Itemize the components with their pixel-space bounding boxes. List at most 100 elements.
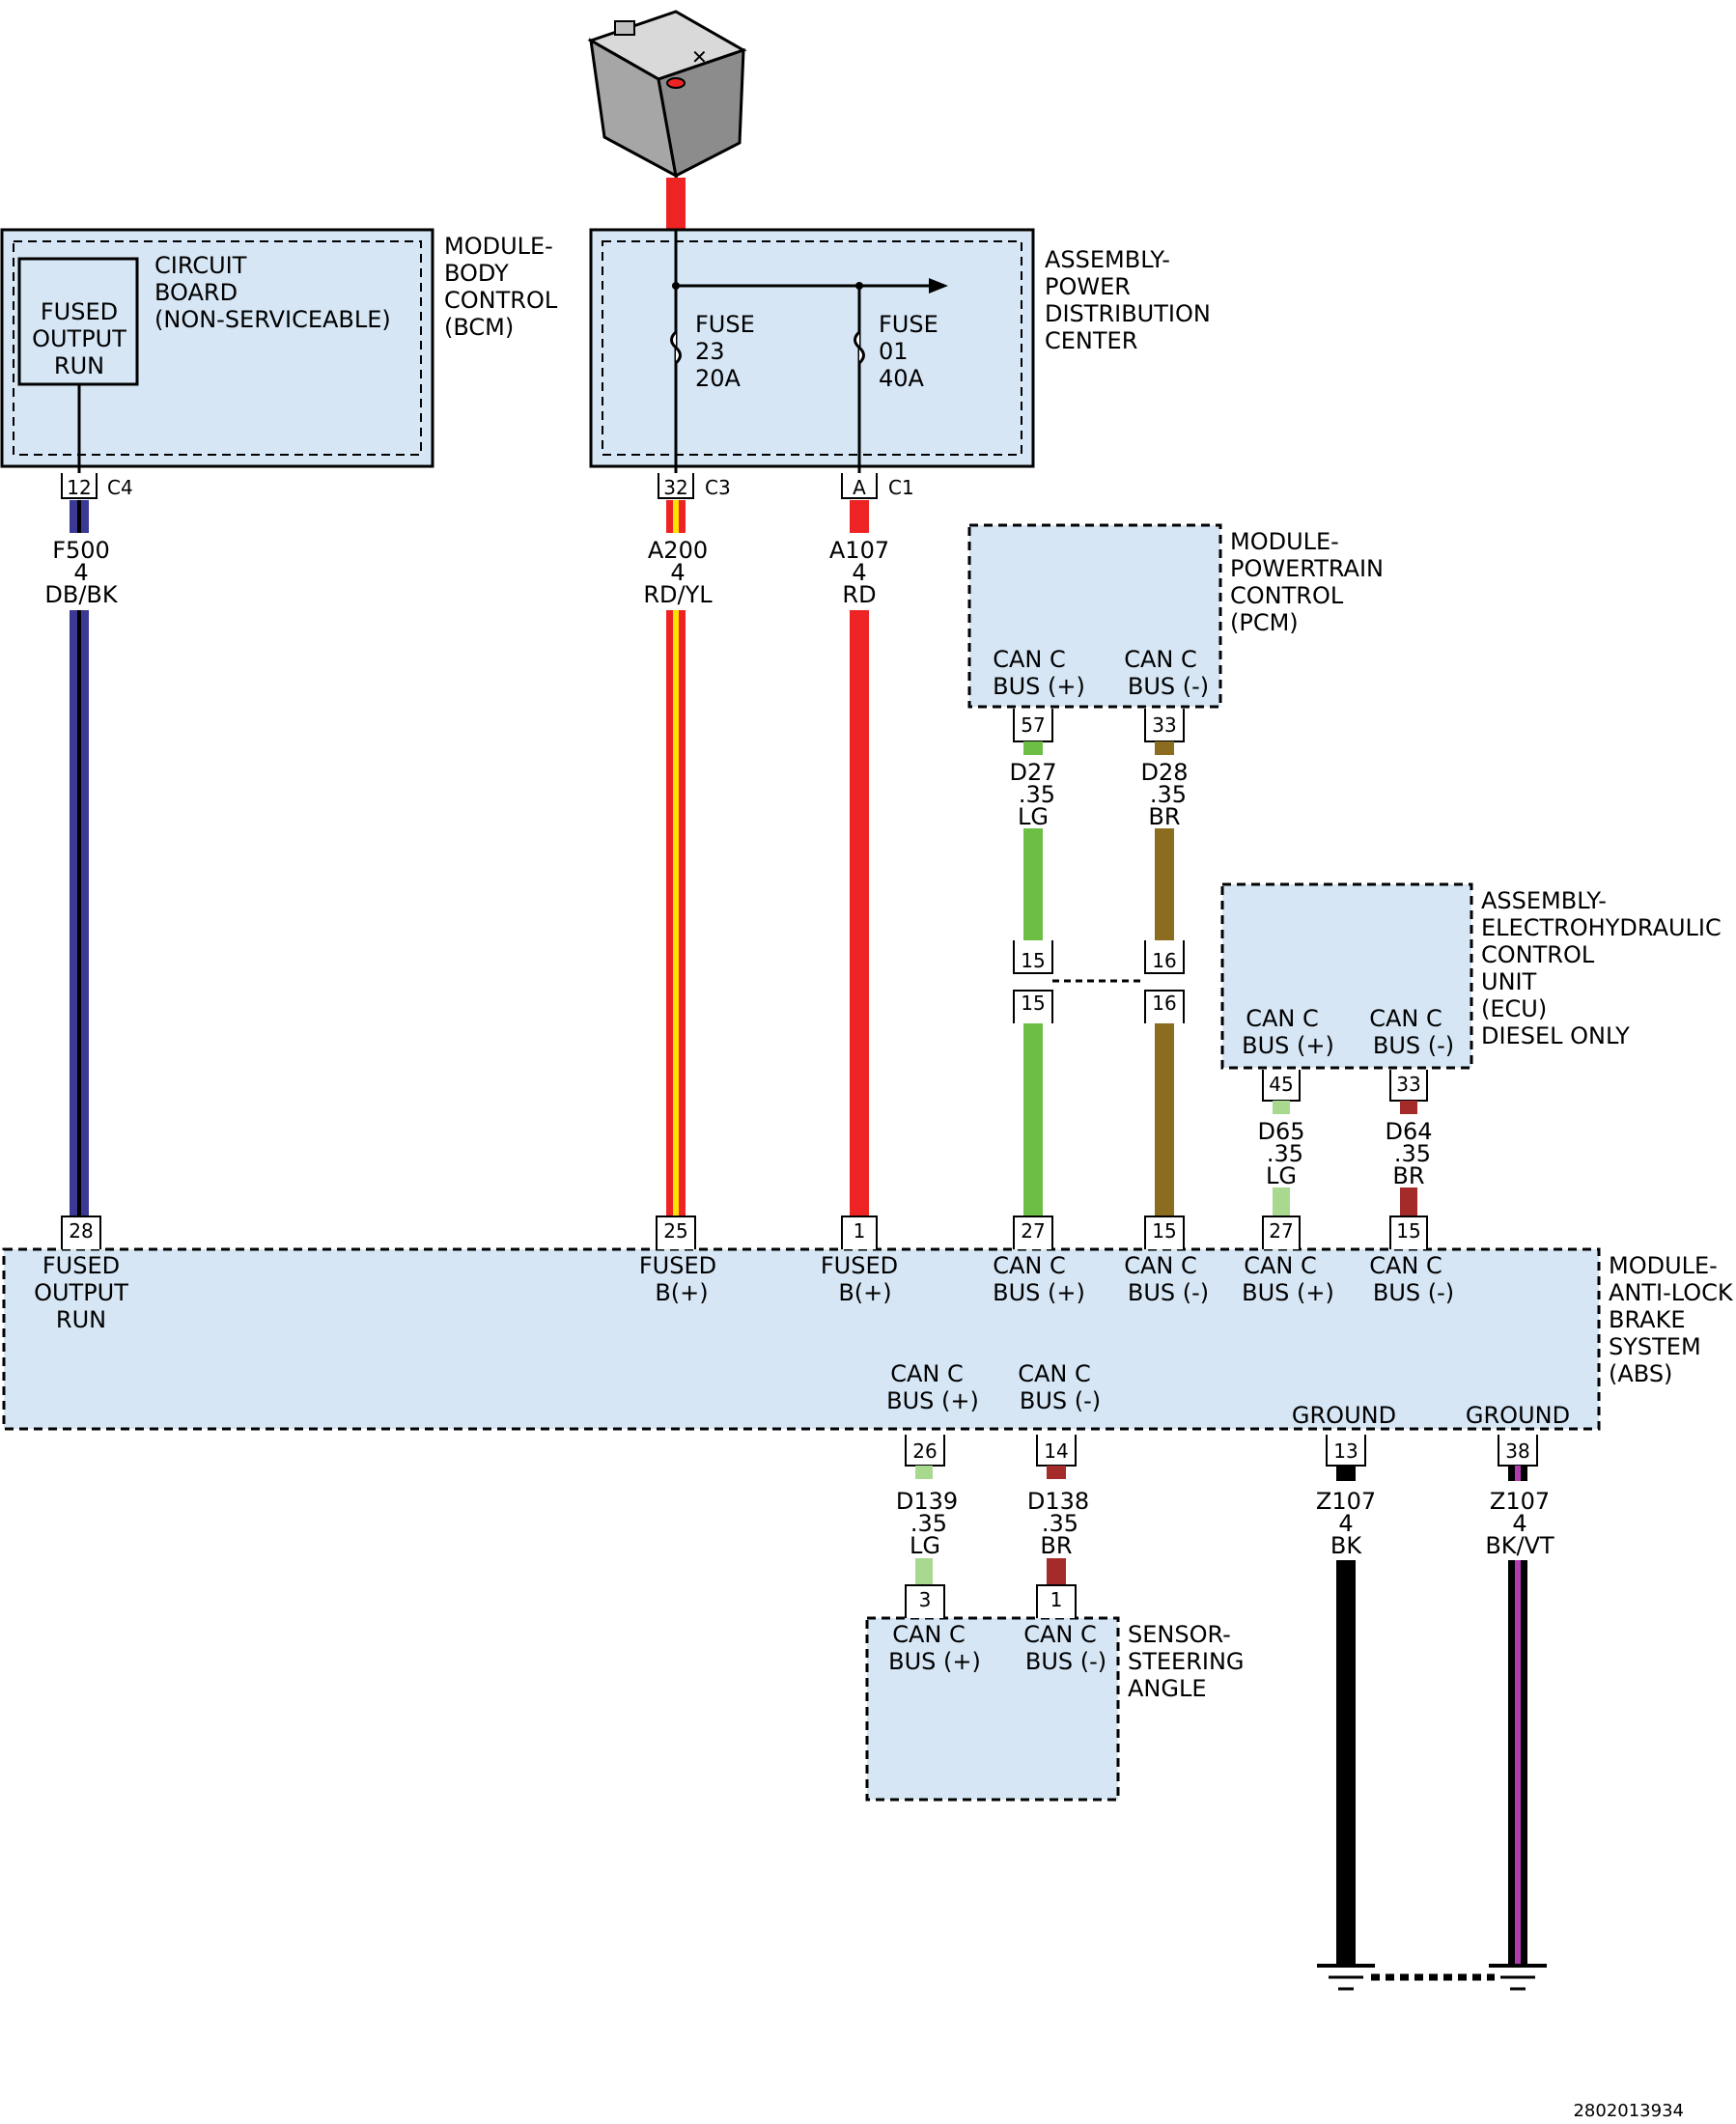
electrohydraulic-control-unit: CAN C BUS (+) CAN C BUS (-) ASSEMBLY- EL… [1220,882,1722,1070]
ecu-plus-label-1: CAN C [1246,1005,1319,1032]
pdc-title-4: CENTER [1045,327,1137,354]
bcm-pin-12: 12 [67,476,91,499]
wire-a200: A200 4 RD/YL [643,500,713,1216]
ecu-minus-label-2: BUS (-) [1373,1032,1454,1059]
sas-plus-label-1: CAN C [892,1621,966,1648]
bcm-connector-c4: 12 C4 [61,473,133,499]
bcm-board-line-1: CIRCUIT [154,252,247,279]
sas-title-3: ANGLE [1128,1675,1207,1702]
svg-text:✕: ✕ [691,45,708,69]
inline-pin-16-a: 16 [1152,949,1176,972]
powertrain-control-module: CAN C BUS (+) CAN C BUS (-) MODULE- POWE… [967,523,1384,709]
steering-angle-sensor: CAN C BUS (+) CAN C BUS (-) SENSOR- STEE… [865,1616,1245,1802]
z107a-color: BK [1330,1532,1362,1559]
a200-circuit: A200 [648,537,708,564]
ecu-title-5: (ECU) [1481,995,1547,1022]
bcm-inner-line-3: RUN [54,352,104,379]
abs-pin-1: 1 [854,1219,866,1243]
abs-pin-15-a: 15 [1152,1219,1176,1243]
abs-title-1: MODULE- [1609,1252,1718,1279]
abs-bottom-pins: 26 14 13 38 [905,1435,1538,1467]
pdc-connector-c1: A C1 [841,473,914,499]
ecu-title-6: DIESEL ONLY [1481,1022,1630,1049]
sas-plus-label-2: BUS (+) [888,1648,981,1675]
abs-label-can-minus-a-2: BUS (-) [1128,1279,1209,1306]
bcm-inner-line-2: OUTPUT [32,325,126,352]
z107b-gauge: 4 [1512,1510,1526,1537]
a107-color: RD [842,581,876,608]
ecu-pin-33: 33 [1396,1073,1420,1096]
wire-a107: A107 4 RD [829,500,889,1216]
d27-gauge: .35 [1019,781,1055,808]
fuse23-line-3: 20A [695,365,742,392]
abs-label-bottom-can-minus-1: CAN C [1018,1360,1091,1387]
abs-label-fused-b-b-1: FUSED [821,1252,898,1279]
ecu-pin-45: 45 [1269,1073,1293,1096]
ecu-title-4: UNIT [1481,968,1537,995]
power-distribution-center: FUSE 23 20A FUSE 01 40A ASSEMBLY- POWER … [589,228,1211,473]
pcm-pin-57: 57 [1021,713,1045,737]
pdc-title-3: DISTRIBUTION [1045,300,1211,327]
sas-title-1: SENSOR- [1128,1621,1231,1648]
abs-label-can-minus-b-1: CAN C [1369,1252,1442,1279]
z107b-color: BK/VT [1485,1532,1554,1559]
inline-pin-15-a: 15 [1021,949,1045,972]
body-control-module: FUSED OUTPUT RUN CIRCUIT BOARD (NON-SERV… [0,228,558,473]
pdc-title-2: POWER [1045,273,1131,300]
f500-circuit: F500 [52,537,110,564]
abs-label-can-plus-b-2: BUS (+) [1242,1279,1334,1306]
wire-d27: D27 .35 LG [1009,741,1057,1216]
bcm-connector-name: C4 [107,476,133,499]
z107a-circuit: Z107 [1316,1488,1376,1515]
d64-color: BR [1392,1162,1424,1189]
ecu-pin-33-connector: 33 [1389,1070,1428,1102]
abs-label-bottom-can-minus-2: BUS (-) [1020,1387,1101,1414]
abs-pin-27-b: 27 [1269,1219,1293,1243]
d27-color: LG [1018,803,1049,830]
pcm-title-4: (PCM) [1230,609,1299,636]
bcm-inner-line-1: FUSED [41,298,118,325]
abs-pin-27-a: 27 [1021,1219,1045,1243]
sas-pin-3-connector: 3 [905,1584,945,1618]
f500-color: DB/BK [44,581,118,608]
sas-pin-1: 1 [1050,1588,1063,1611]
sas-minus-label-2: BUS (-) [1025,1648,1106,1675]
pdc-connector-c3: 32 C3 [658,473,731,499]
abs-label-fused-b-b-2: B(+) [838,1279,891,1306]
abs-pin-15-b: 15 [1396,1219,1420,1243]
a200-gauge: 4 [670,559,685,586]
z107a-gauge: 4 [1338,1510,1353,1537]
abs-title-3: BRAKE [1609,1306,1686,1333]
wire-d139: D139 .35 LG [896,1466,958,1585]
d139-color: LG [910,1532,940,1559]
a200-color: RD/YL [643,581,713,608]
bcm-title-1: MODULE- [444,233,553,260]
d138-circuit: D138 [1027,1488,1089,1515]
abs-pin-25: 25 [663,1219,687,1243]
abs-label-fused-output-run-3: RUN [56,1306,106,1333]
pcm-minus-label-2: BUS (-) [1128,673,1209,700]
sas-pin-1-connector: 1 [1036,1584,1077,1618]
abs-label-fused-output-run-2: OUTPUT [34,1279,128,1306]
pdc-pin-32: 32 [663,476,687,499]
d139-circuit: D139 [896,1488,958,1515]
d64-gauge: .35 [1394,1140,1431,1167]
pdc-title-1: ASSEMBLY- [1045,246,1170,273]
anti-lock-brake-module: MODULE- ANTI-LOCK BRAKE SYSTEM (ABS) FUS… [2,1247,1734,1431]
fuse01-line-1: FUSE [879,311,938,338]
pcm-title-2: POWERTRAIN [1230,555,1384,582]
inline-pin-15-b: 15 [1021,992,1045,1015]
bcm-title-4: (BCM) [444,314,514,341]
abs-label-can-minus-b-2: BUS (-) [1373,1279,1454,1306]
battery-icon: ✕ [587,10,747,179]
d28-gauge: .35 [1150,781,1187,808]
d65-color: LG [1266,1162,1297,1189]
wire-f500: F500 4 DB/BK [44,500,119,1216]
pcm-pin-33: 33 [1152,713,1176,737]
fuse-23-symbol [670,330,682,365]
inline-connector: 15 16 15 16 [1013,940,1185,1023]
ecu-title-1: ASSEMBLY- [1481,887,1607,914]
pcm-plus-label-2: BUS (+) [993,673,1085,700]
pcm-plus-label-1: CAN C [993,646,1066,673]
